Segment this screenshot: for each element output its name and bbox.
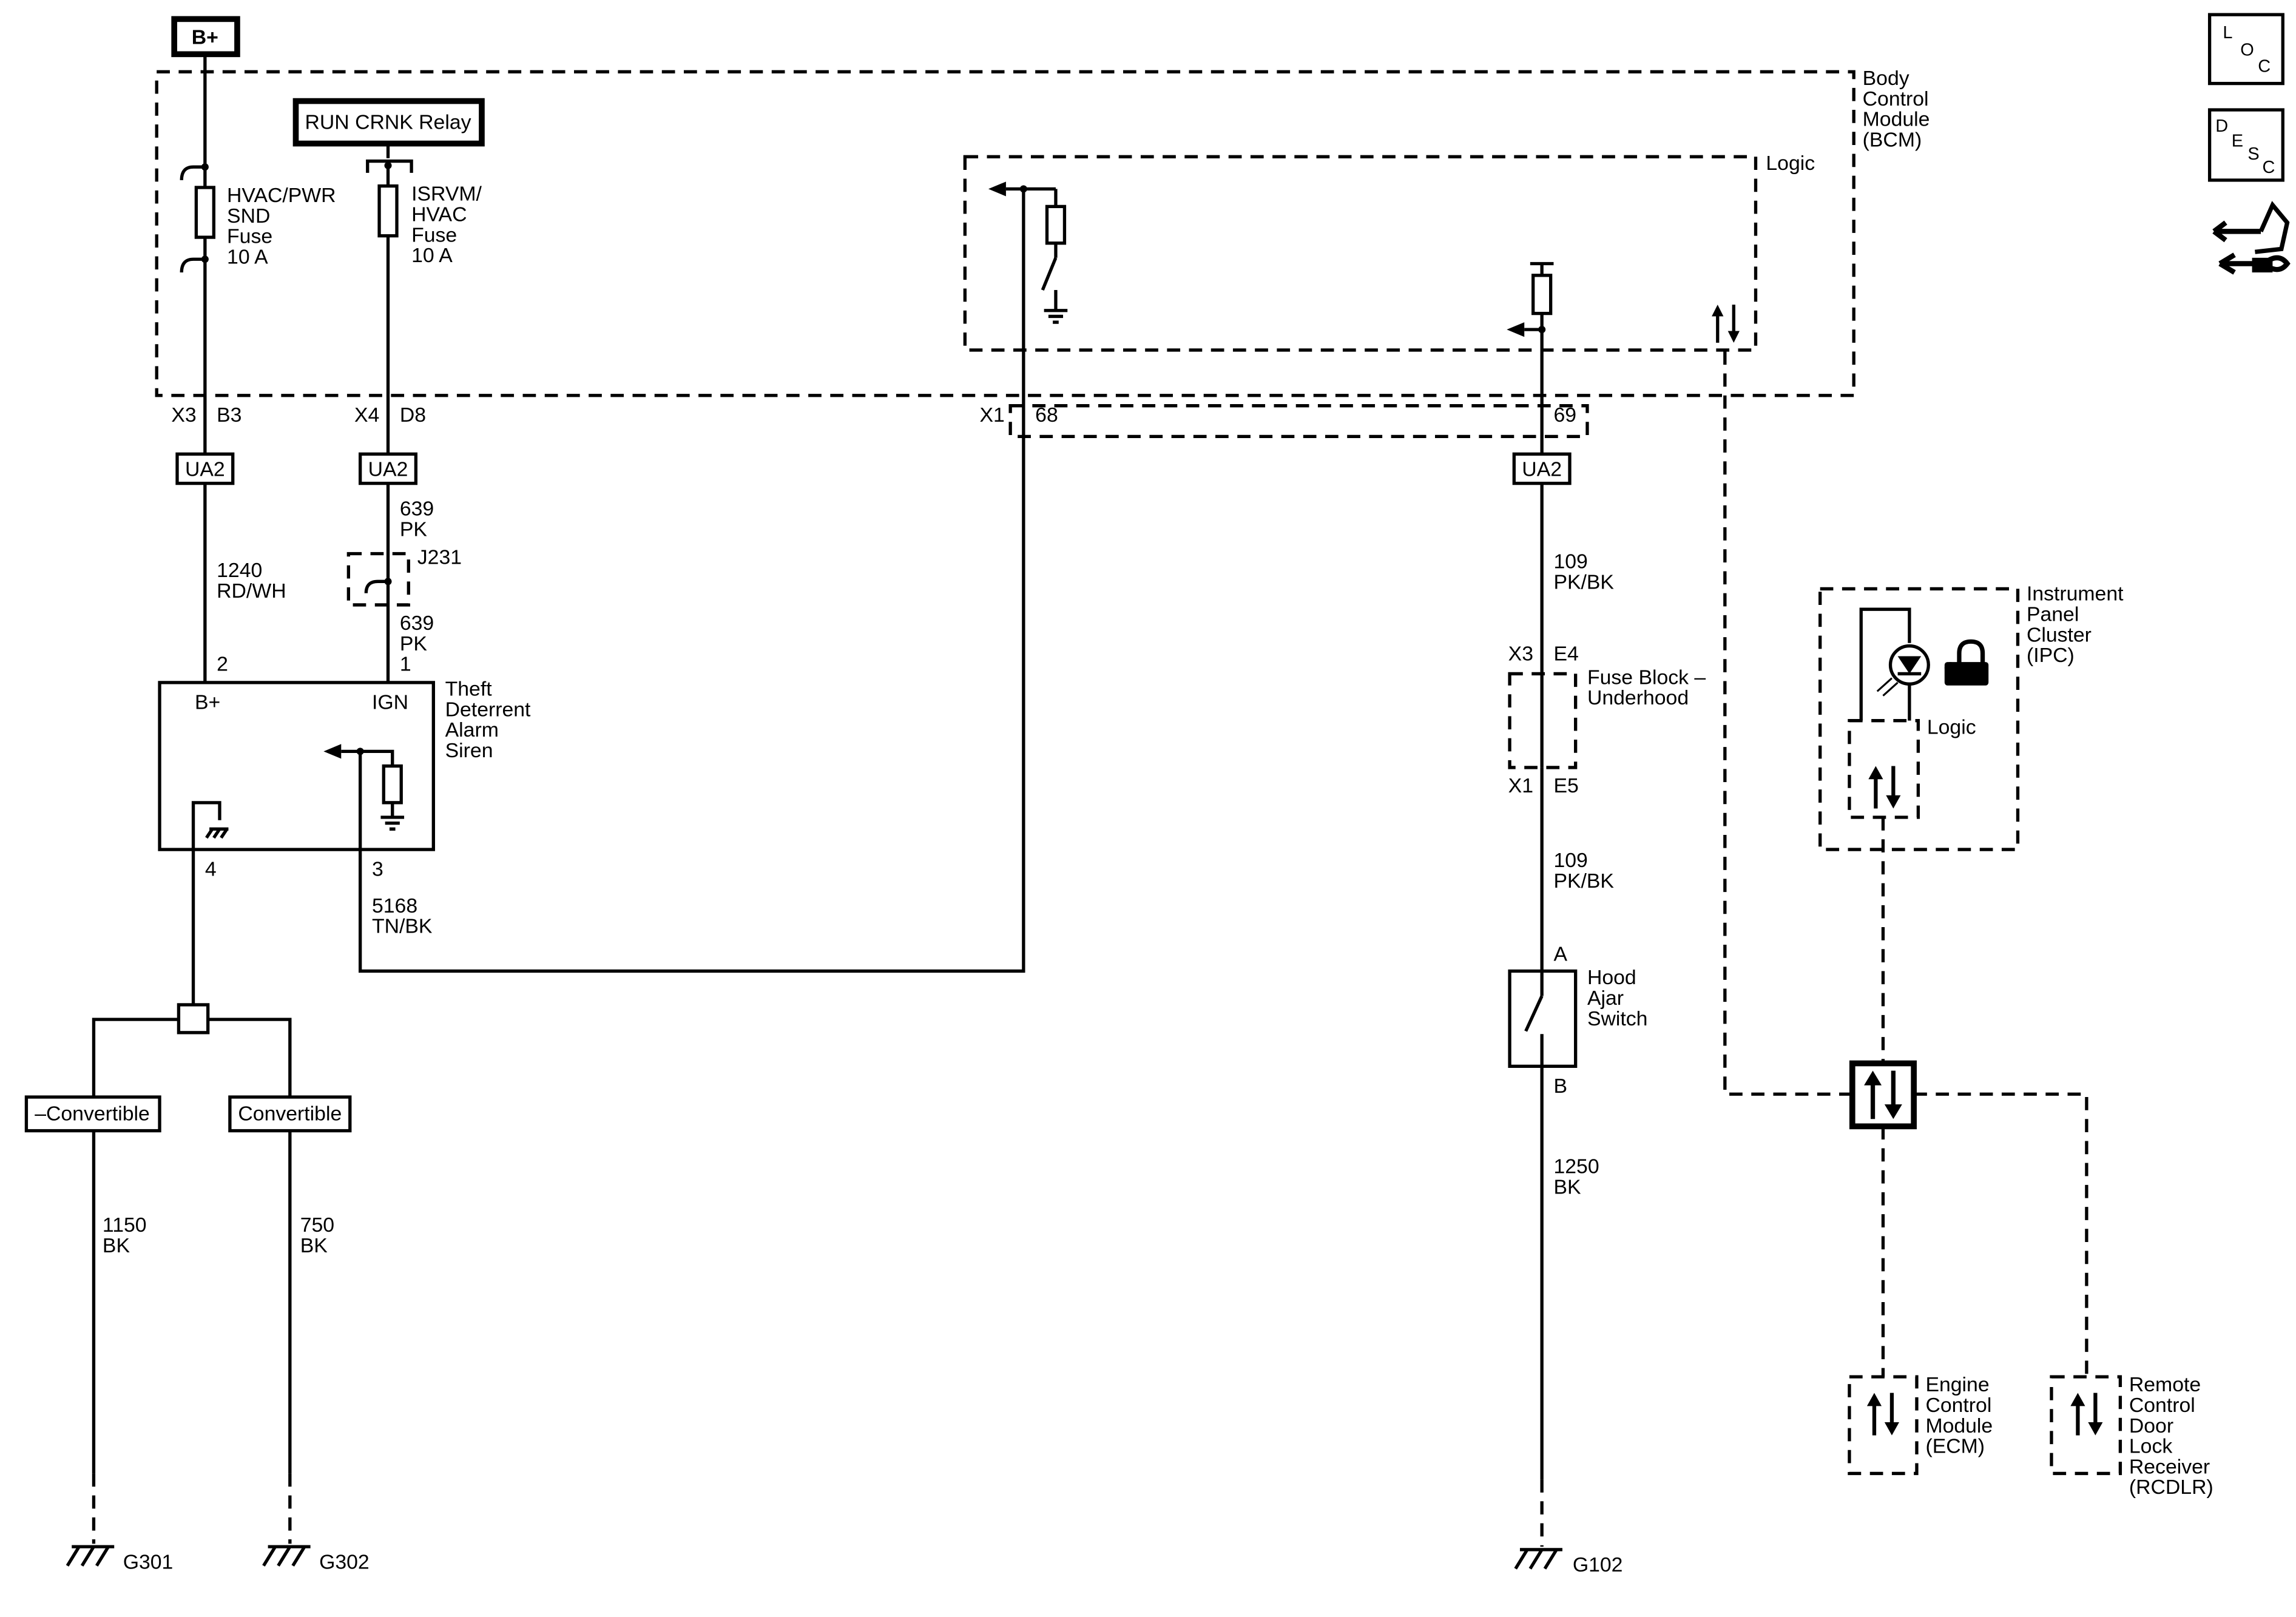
ground-splice <box>177 1003 210 1035</box>
serial-data-line-bcm <box>1723 351 1852 1096</box>
hvac-pwr-fuse <box>194 186 215 239</box>
pin-b3-label: B3 <box>217 403 241 427</box>
j231-label: J231 <box>417 545 462 569</box>
g102-label: G102 <box>1573 1553 1623 1576</box>
convertible-option <box>228 1095 352 1133</box>
wire-1150-label: 1150 BK <box>103 1214 152 1257</box>
ua2-label-2: UA2 <box>368 458 408 481</box>
hood-pin-a: A <box>1553 943 1567 966</box>
siren-name: Theft Deterrent Alarm Siren <box>445 678 536 762</box>
svg-text:L: L <box>2223 23 2232 42</box>
rcdlr-serial-data-icon <box>2070 1393 2103 1436</box>
bplus-label: B+ <box>192 25 218 49</box>
signal-arrow-icon <box>1507 322 1525 337</box>
hood-name: Hood Ajar Switch <box>1587 966 1647 1030</box>
ipc-logic-label: Logic <box>1927 715 1976 738</box>
ground-icon <box>262 1545 311 1567</box>
conn-x3-label: X3 <box>171 403 196 427</box>
ua2-label-3: UA2 <box>1522 458 1562 481</box>
lock-icon <box>1944 639 1989 686</box>
hvac-pwr-fuse-circuit <box>180 54 215 454</box>
wire-750-label: 750 BK <box>300 1214 340 1257</box>
chassis-ground-icon <box>205 827 229 839</box>
switch-icon <box>1524 995 1544 1032</box>
ground-icon <box>1514 1548 1562 1570</box>
bcm-serial-data-icon <box>1712 305 1740 343</box>
no-convertible-option <box>24 1095 161 1133</box>
wire-1250-label: 1250 BK <box>1553 1155 1605 1199</box>
svg-text:C: C <box>2262 158 2275 177</box>
isrvm-hvac-fuse-circuit <box>366 143 413 454</box>
siren-pin2: 2 <box>217 653 228 676</box>
ipc-name: Instrument Panel Cluster (IPC) <box>2027 582 2129 667</box>
convertible-label: Convertible <box>238 1102 342 1126</box>
fb-e5-label: E5 <box>1553 774 1578 797</box>
ua2-label-1: UA2 <box>185 458 225 481</box>
bcm-logic-label: Logic <box>1766 152 1815 175</box>
rcdlr-box <box>2050 1375 2122 1476</box>
wire-109b-label: 109 PK/BK <box>1553 849 1614 893</box>
siren-pin4: 4 <box>205 858 217 881</box>
isrvm-hvac-fuse-label: ISRVM/ HVAC Fuse 10 A <box>411 183 487 267</box>
siren-pin1: 1 <box>400 653 411 676</box>
fuse-block-underhood <box>1508 672 1578 769</box>
g301-label: G301 <box>123 1550 174 1573</box>
isrvm-hvac-fuse <box>377 184 399 238</box>
wire-1240-label: 1240 RD/WH <box>217 559 286 603</box>
pin-d8-label: D8 <box>400 403 426 427</box>
siren-pin3: 3 <box>372 858 383 881</box>
ecm-name: Engine Control Module (ECM) <box>1925 1373 1998 1457</box>
siren-bplus-label: B+ <box>195 690 220 714</box>
wire-639a-label: 639 PK <box>400 498 440 541</box>
wire-5168 <box>359 189 1025 973</box>
svg-text:E: E <box>2232 131 2243 150</box>
conn-x1-label: X1 <box>979 403 1004 427</box>
serial-data-line-rcdlr <box>1914 1092 2088 1377</box>
ecm-box <box>1848 1375 1919 1476</box>
fb-x1-label: X1 <box>1508 774 1533 797</box>
desc-icon[interactable]: D E S C <box>2207 108 2284 182</box>
ground-icon <box>66 1545 115 1567</box>
loc-icon[interactable]: L O C <box>2207 13 2284 86</box>
no-convertible-label: –Convertible <box>35 1102 150 1126</box>
wire-5168-label: 5168 TN/BK <box>372 894 433 938</box>
conn-x4-label: X4 <box>354 403 379 427</box>
svg-text:O: O <box>2240 41 2254 60</box>
ecm-serial-data-icon <box>1866 1393 1900 1436</box>
wire-109a-label: 109 PK/BK <box>1553 550 1614 594</box>
fuse-block-name: Fuse Block – Underhood <box>1587 666 1712 709</box>
svg-text:C: C <box>2258 56 2271 76</box>
svg-text:S: S <box>2247 144 2259 164</box>
bcm-name: Body Control Module (BCM) <box>1863 67 1936 151</box>
wire-639b-label: 639 PK <box>400 612 440 655</box>
signal-arrow-icon <box>323 744 342 759</box>
switch-icon <box>1041 257 1058 291</box>
fb-x3-label: X3 <box>1508 643 1533 666</box>
g302-label: G302 <box>319 1550 370 1573</box>
ground-icon <box>1044 309 1068 324</box>
j231-splice-box <box>346 552 410 607</box>
fb-e4-label: E4 <box>1553 643 1578 666</box>
x1-connector-housing <box>1008 404 1589 439</box>
signal-arrow-icon <box>988 181 1006 197</box>
hvac-pwr-fuse-label: HVAC/PWR SND Fuse 10 A <box>227 184 342 268</box>
ipc-housing <box>1818 587 2020 851</box>
ipc-logic-box <box>1848 719 1920 819</box>
connector-tool-icon[interactable] <box>2212 201 2291 275</box>
run-crnk-relay-label: RUN CRNK Relay <box>305 110 471 133</box>
hood-ajar-circuit <box>1507 262 1554 454</box>
ipc-serial-data-icon <box>1868 766 1901 809</box>
svg-text:D: D <box>2215 116 2228 136</box>
rcdlr-name: Remote Control Door Lock Receiver (RCDLR… <box>2129 1373 2216 1499</box>
serial-data-splice <box>1849 1060 1917 1130</box>
ua2-connector-1 <box>175 452 235 485</box>
hood-pin-b: B <box>1553 1075 1567 1098</box>
pin-68-label: 68 <box>1035 403 1058 427</box>
ground-icon <box>380 815 405 831</box>
bcm-logic-box <box>963 155 1758 352</box>
siren-ign-label: IGN <box>372 690 408 714</box>
pin-69-label: 69 <box>1553 403 1576 427</box>
